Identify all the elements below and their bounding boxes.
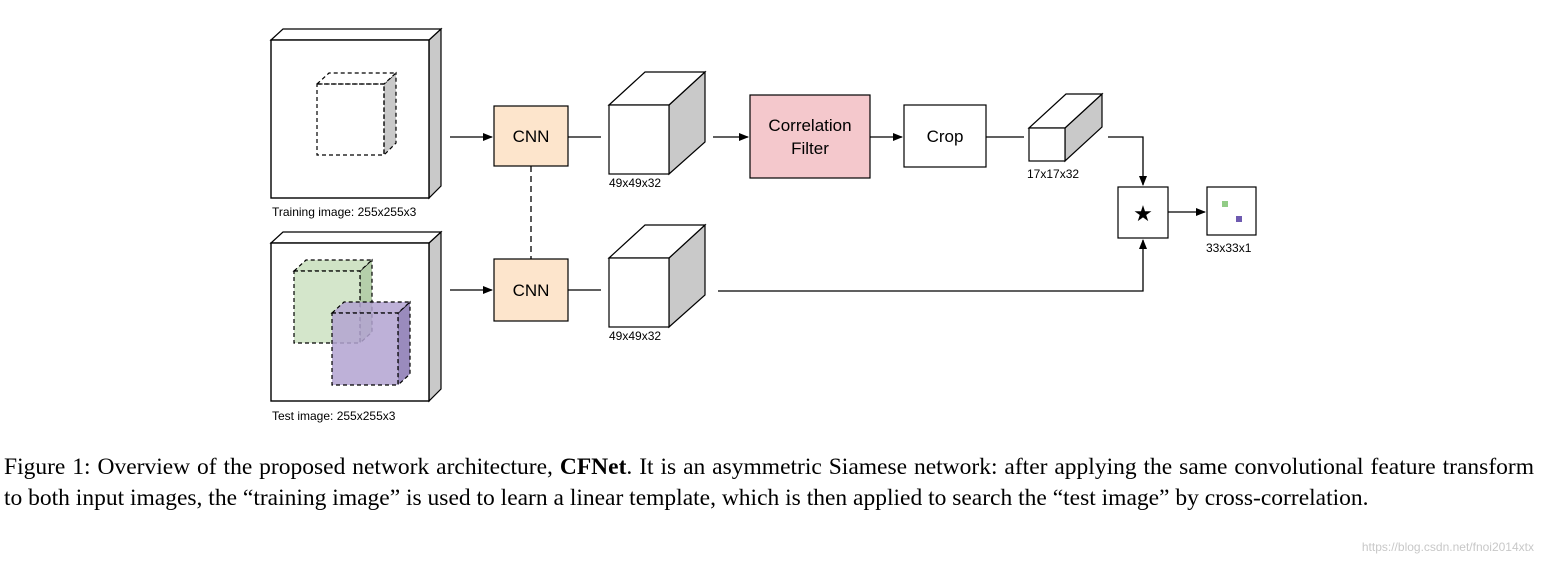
feature-top-cube — [607, 70, 707, 176]
feature-bottom-label: 49x49x32 — [609, 329, 661, 343]
response-label: 33x33x1 — [1206, 241, 1252, 255]
cross-correlation-box: ★ — [1117, 186, 1169, 239]
caption-suffix: . It is an asymmetric Siamese network: a… — [4, 454, 1535, 511]
training-image-label: Training image: 255x255x3 — [272, 205, 417, 219]
correlation-filter-label-line1: Correlation — [768, 116, 851, 135]
test-purple-region — [330, 300, 412, 387]
template-cube — [1027, 92, 1104, 163]
crop-label: Crop — [927, 127, 964, 146]
training-target-cube — [315, 71, 398, 157]
caption-bold-name: CFNet — [559, 454, 627, 480]
response-map — [1206, 186, 1257, 236]
response-peak-green — [1222, 201, 1228, 207]
cnn-bottom-label: CNN — [513, 281, 550, 300]
figure-caption: Figure 1: Overview of the proposed netwo… — [4, 452, 1534, 514]
arrow-feature-to-crosscorr — [718, 239, 1147, 292]
response-peak-purple — [1236, 216, 1242, 222]
arrow-template-to-crosscorr — [1108, 136, 1147, 186]
feature-top-label: 49x49x32 — [609, 176, 661, 190]
cnn-bottom-box: CNN — [493, 258, 569, 322]
test-image-label: Test image: 255x255x3 — [272, 409, 396, 423]
star-icon: ★ — [1133, 202, 1153, 227]
correlation-filter-box: Correlation Filter — [749, 94, 871, 179]
feature-bottom-cube — [607, 223, 707, 329]
cnn-top-box: CNN — [493, 105, 569, 167]
caption-prefix: Figure 1: Overview of the proposed netwo… — [4, 454, 560, 480]
test-image — [269, 230, 443, 403]
watermark: https://blog.csdn.net/fnoi2014xtx — [1361, 540, 1534, 554]
training-image — [269, 27, 443, 200]
correlation-filter-label-line2: Filter — [791, 139, 829, 158]
template-label: 17x17x32 — [1027, 167, 1079, 181]
cfnet-architecture-diagram: Training image: 255x255x3 Test image: 25… — [269, 27, 1257, 423]
crop-box: Crop — [903, 104, 987, 168]
cnn-top-label: CNN — [513, 127, 550, 146]
